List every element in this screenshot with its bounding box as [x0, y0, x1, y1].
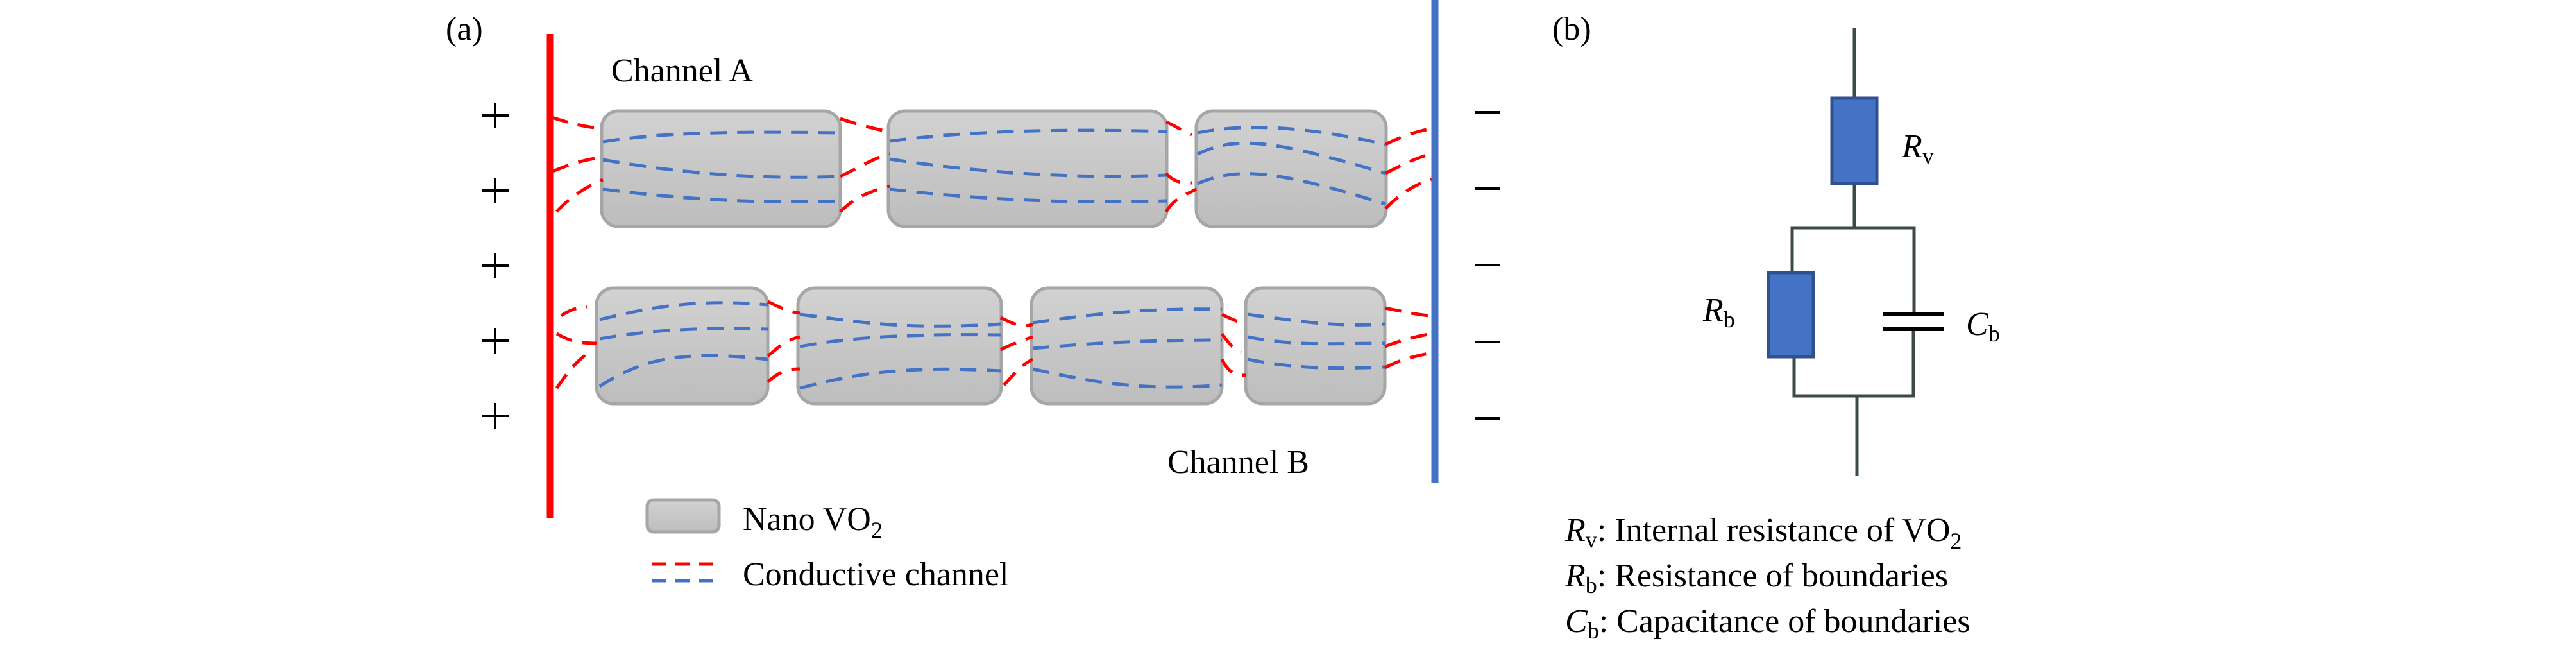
red-channel-path — [767, 367, 801, 383]
blue-channel-path — [1197, 172, 1386, 206]
blue-channel-path — [1247, 335, 1385, 346]
blue-channel-path — [598, 354, 768, 388]
channel-b-grain — [1244, 286, 1387, 406]
blue-channel-path — [602, 187, 841, 203]
wire-parallel-bottom — [1792, 329, 1915, 398]
channel-a-label: Channel A — [611, 53, 753, 89]
blue-channel-path — [799, 333, 1002, 348]
blue-channel-path — [602, 130, 841, 144]
cathode-signs — [1475, 111, 1500, 420]
resistor-rb — [1767, 271, 1815, 359]
legend-grain-label: Nano VO2 — [743, 501, 883, 543]
plus-sign-icon — [482, 328, 509, 354]
definition-rv: Rv: Internal resistance of VO2 — [1564, 512, 1962, 554]
legend-channel-label: Conductive channel — [743, 556, 1008, 593]
blue-channel-path — [1247, 357, 1385, 370]
red-channel-path — [1384, 306, 1436, 318]
panel-a-label: (a) — [446, 11, 483, 47]
definitions: Rv: Internal resistance of VO2 Rb: Resis… — [1564, 512, 1970, 644]
red-channel-path — [1384, 351, 1432, 370]
red-channel-path — [555, 348, 595, 389]
channel-b-grain — [796, 286, 1003, 406]
red-channel-path — [1384, 126, 1432, 146]
legend-grain-swatch — [645, 498, 721, 534]
red-channel-path — [1221, 312, 1246, 326]
red-channel-path — [1164, 187, 1198, 213]
anode-signs — [482, 103, 509, 429]
blue-channel-path — [889, 157, 1167, 178]
plus-sign-icon — [482, 103, 509, 128]
red-channel-path — [560, 305, 588, 318]
red-channel-path — [1220, 332, 1242, 355]
conductive-channels — [551, 115, 1436, 390]
red-channel-path — [1003, 357, 1034, 386]
blue-channel-path — [599, 327, 768, 341]
panel-a: (a) Channel A Channel B Nano VO2 Conduct… — [446, 0, 1500, 593]
red-channel-path — [767, 300, 801, 315]
panel-b-label: (b) — [1552, 11, 1591, 47]
channel-a-grain — [600, 109, 842, 228]
red-channel-path — [839, 152, 890, 178]
plus-sign-icon — [482, 403, 509, 429]
blue-channel-path — [1247, 312, 1385, 327]
red-channel-path — [1384, 332, 1432, 348]
red-channel-path — [1220, 358, 1246, 377]
red-channel-path — [552, 155, 604, 173]
red-channel-path — [999, 316, 1034, 328]
channel-a-grain — [886, 109, 1169, 228]
red-channel-path — [1384, 176, 1436, 210]
channel-b-label: Channel B — [1167, 444, 1309, 481]
red-channel-path — [551, 115, 602, 130]
blue-channel-path — [602, 158, 841, 179]
panel-b: (b) Rv Rb Cb Rv: Internal resistance of … — [1552, 11, 2000, 644]
channel-a-grain — [1194, 109, 1388, 228]
red-channel-path — [767, 335, 801, 357]
plus-sign-icon — [482, 178, 509, 203]
legend: Nano VO2 Conductive channel — [645, 498, 1008, 593]
definition-rb: Rb: Resistance of boundaries — [1564, 558, 1948, 598]
blue-channel-path — [799, 367, 1002, 390]
blue-channel-path — [889, 187, 1167, 203]
cb-label: Cb — [1966, 306, 2000, 346]
red-channel-path — [555, 178, 604, 213]
red-channel-path — [1165, 120, 1192, 137]
blue-channel-path — [599, 301, 768, 321]
blue-channel-path — [1196, 141, 1386, 175]
blue-channel-path — [799, 312, 1002, 328]
red-channel-path — [555, 332, 597, 345]
rv-label: Rv — [1901, 128, 1934, 169]
channel-b-grain — [1030, 286, 1224, 406]
blue-channel-path — [1197, 126, 1386, 146]
resistor-rv — [1830, 96, 1879, 185]
red-channel-path — [840, 117, 889, 133]
circuit-wires — [1790, 28, 1916, 476]
red-channel-path — [839, 184, 890, 213]
red-channel-path — [1384, 152, 1432, 175]
definition-cb: Cb: Capacitance of boundaries — [1565, 603, 1970, 644]
red-channel-path — [1165, 172, 1192, 185]
red-channel-path — [999, 335, 1033, 352]
wire-parallel-top — [1790, 226, 1916, 314]
plus-sign-icon — [482, 253, 509, 278]
blue-channel-path — [1032, 307, 1223, 325]
blue-channel-path — [1032, 338, 1223, 350]
channel-b-grain — [595, 286, 770, 406]
rb-label: Rb — [1702, 292, 1735, 332]
nano-vo2-grains — [595, 109, 1388, 406]
blue-channel-path — [889, 128, 1167, 143]
blue-channel-path — [1032, 367, 1223, 389]
